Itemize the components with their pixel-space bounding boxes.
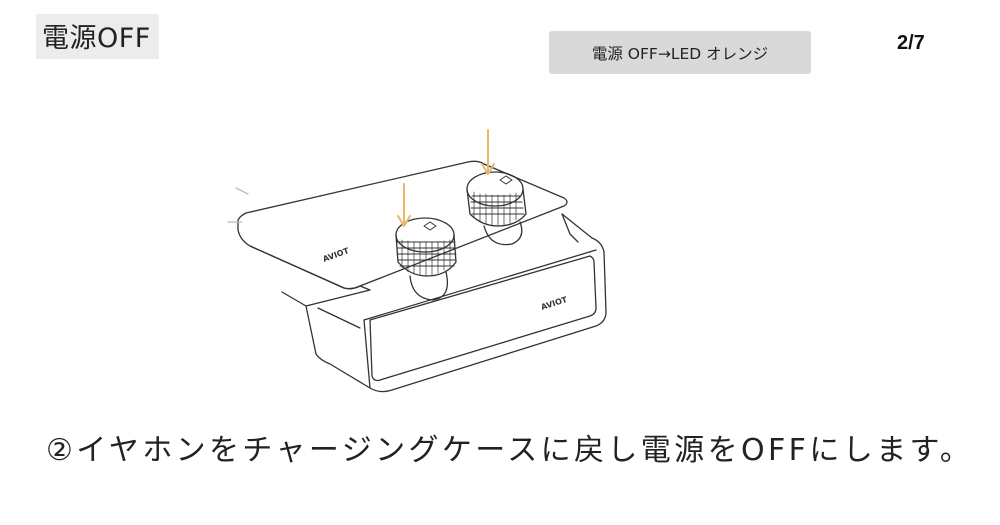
case-lid bbox=[237, 160, 568, 307]
case-body bbox=[305, 213, 607, 393]
charging-case-illustration: AVIOT AVIOT bbox=[227, 129, 607, 393]
earbud-left bbox=[395, 217, 457, 301]
page-number: 2/7 bbox=[897, 32, 925, 54]
motion-lines bbox=[227, 187, 249, 223]
status-badge: 電源 OFF→LED オレンジ bbox=[549, 31, 811, 74]
earbud-right bbox=[466, 171, 527, 246]
case-logo: AVIOT bbox=[540, 295, 569, 312]
status-text: 電源 OFF→LED オレンジ bbox=[591, 44, 769, 63]
arrow-down-icon bbox=[397, 183, 411, 227]
instruction-text: ②イヤホンをチャージングケースに戻し電源をOFFにします。 bbox=[46, 433, 974, 468]
arrow-down-icon bbox=[481, 129, 495, 175]
page-title: 電源OFF bbox=[36, 14, 159, 59]
lid-logo: AVIOT bbox=[322, 246, 351, 264]
